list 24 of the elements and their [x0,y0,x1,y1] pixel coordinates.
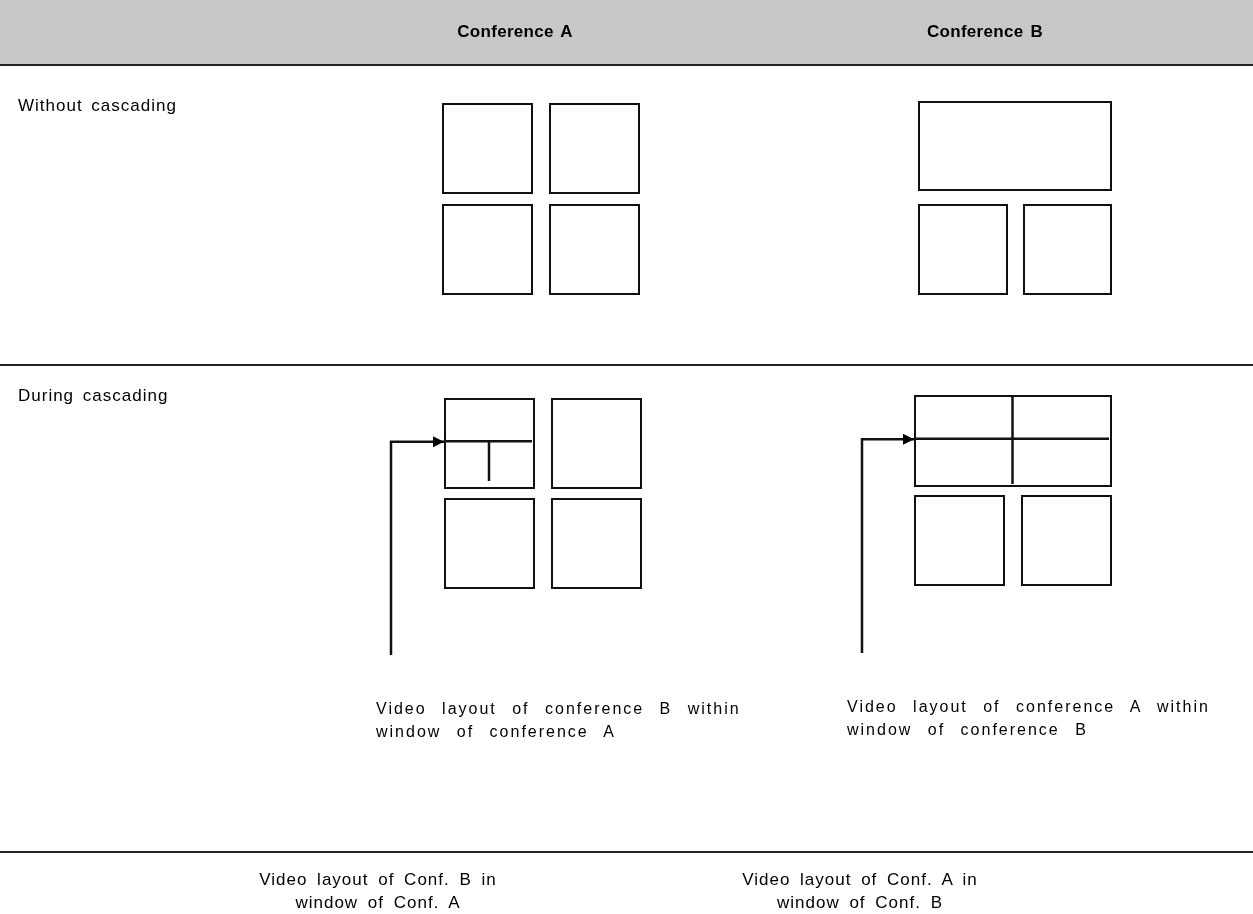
video-window [551,498,642,589]
caption-text: Video layout of conference A within window of conference B [847,695,1227,741]
video-window [918,204,1008,295]
video-window [1021,495,1112,586]
video-window [549,103,640,194]
video-window [442,204,533,295]
video-window [549,204,640,295]
arrow [860,433,914,653]
caption-text: Video layout of conference B within window of conference A [376,697,756,743]
video-window [551,398,642,489]
row-label: Without cascading [18,95,178,117]
video-window [442,103,533,194]
column-heading: Conference A [456,21,574,43]
split-video-window [914,395,1112,487]
video-window [918,101,1112,191]
split-video-window [444,398,535,489]
row-label: Video layout of Conf. B in window of Conf. A [258,869,498,914]
row-label: During cascading [18,385,170,407]
arrow [389,436,444,655]
video-window [444,498,535,589]
video-window [914,495,1005,586]
video-window [1023,204,1112,295]
row-label: Video layout of Conf. A in window of Conf. B [741,869,979,914]
column-heading: Conference B [925,21,1045,43]
